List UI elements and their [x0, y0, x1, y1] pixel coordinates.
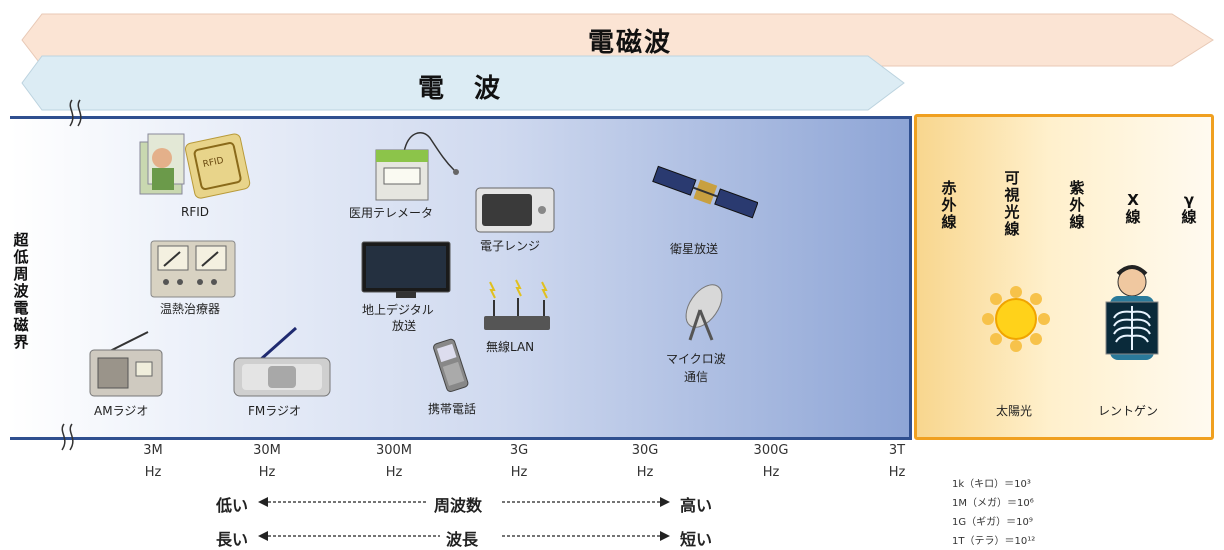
fm-radio-label: FMラジオ: [248, 404, 302, 418]
break-mark-bottom: [61, 423, 74, 451]
sun-icon: [982, 286, 1050, 352]
unit-note-mega: 1M（メガ）＝10⁶: [952, 498, 1034, 509]
thermo-therapy-icon: [150, 240, 236, 298]
satellite-icon: [652, 165, 758, 219]
rfid-label: RFID: [181, 205, 210, 219]
frequency-high-label: 高い: [680, 496, 713, 515]
rfid-icon: RFID: [139, 133, 251, 199]
wavelength-label: 波長: [446, 530, 479, 549]
infrared-label: 赤外線: [941, 179, 957, 231]
am-radio-label: AMラジオ: [94, 404, 149, 418]
medical-telemeter-label: 医用テレメータ: [349, 206, 434, 220]
svg-text:RFID: RFID: [202, 156, 225, 170]
wireless-lan-icon: [484, 279, 550, 330]
gamma-ray-label: γ線: [1181, 191, 1197, 226]
am-radio-icon: [89, 331, 163, 397]
frequency-arrow-left: [258, 497, 426, 507]
microwave-comm-label-line2: 通信: [684, 370, 709, 384]
ultraviolet-label: 紫外線: [1069, 179, 1085, 231]
frequency-low-label: 低い: [216, 496, 249, 515]
em-wave-banner: [21, 13, 1214, 111]
wireless-lan-label: 無線LAN: [486, 340, 535, 354]
medical-telemeter-icon: [375, 132, 459, 201]
sunlight-label: 太陽光: [996, 404, 1033, 418]
frequency-arrow-right: [502, 497, 670, 507]
visible-light-label: 可視光線: [1004, 169, 1020, 238]
microwave-comm-label-line1: マイクロ波: [666, 352, 726, 366]
roentgen-label: レントゲン: [1098, 404, 1159, 418]
cell-phone-label: 携帯電話: [428, 402, 477, 416]
radio-wave-title: 電 波: [418, 74, 503, 104]
wavelength-arrow-right: [502, 531, 670, 541]
satellite-label: 衛星放送: [670, 242, 719, 256]
wavelength-short-label: 短い: [680, 530, 713, 549]
light-panel: [914, 114, 1214, 440]
em-wave-title: 電磁波: [588, 28, 673, 58]
thermo-therapy-label: 温熱治療器: [160, 302, 221, 316]
xray-person-icon: [1105, 265, 1159, 360]
cell-phone-icon: [433, 338, 469, 392]
digital-tv-label-line2: 放送: [392, 319, 417, 333]
elf-label: 超低周波電磁界: [13, 231, 29, 351]
unit-note-tera: 1T（テラ）＝10¹²: [952, 536, 1036, 547]
unit-note-giga: 1G（ギガ）＝10⁹: [952, 517, 1033, 528]
unit-note-kilo: 1k（キロ）＝10³: [952, 479, 1031, 490]
xray-label: X線: [1125, 191, 1141, 226]
microwave-dish-icon: [685, 284, 723, 341]
digital-tv-label-line1: 地上デジタル: [362, 303, 434, 317]
microwave-oven-label: 電子レンジ: [480, 239, 541, 253]
fm-radio-icon: [233, 326, 331, 397]
wavelength-arrow-left: [258, 531, 440, 541]
frequency-label: 周波数: [434, 496, 483, 515]
break-mark-top: [69, 99, 82, 127]
wavelength-long-label: 長い: [216, 530, 249, 549]
digital-tv-icon: [361, 241, 451, 298]
microwave-oven-icon: [475, 187, 555, 233]
